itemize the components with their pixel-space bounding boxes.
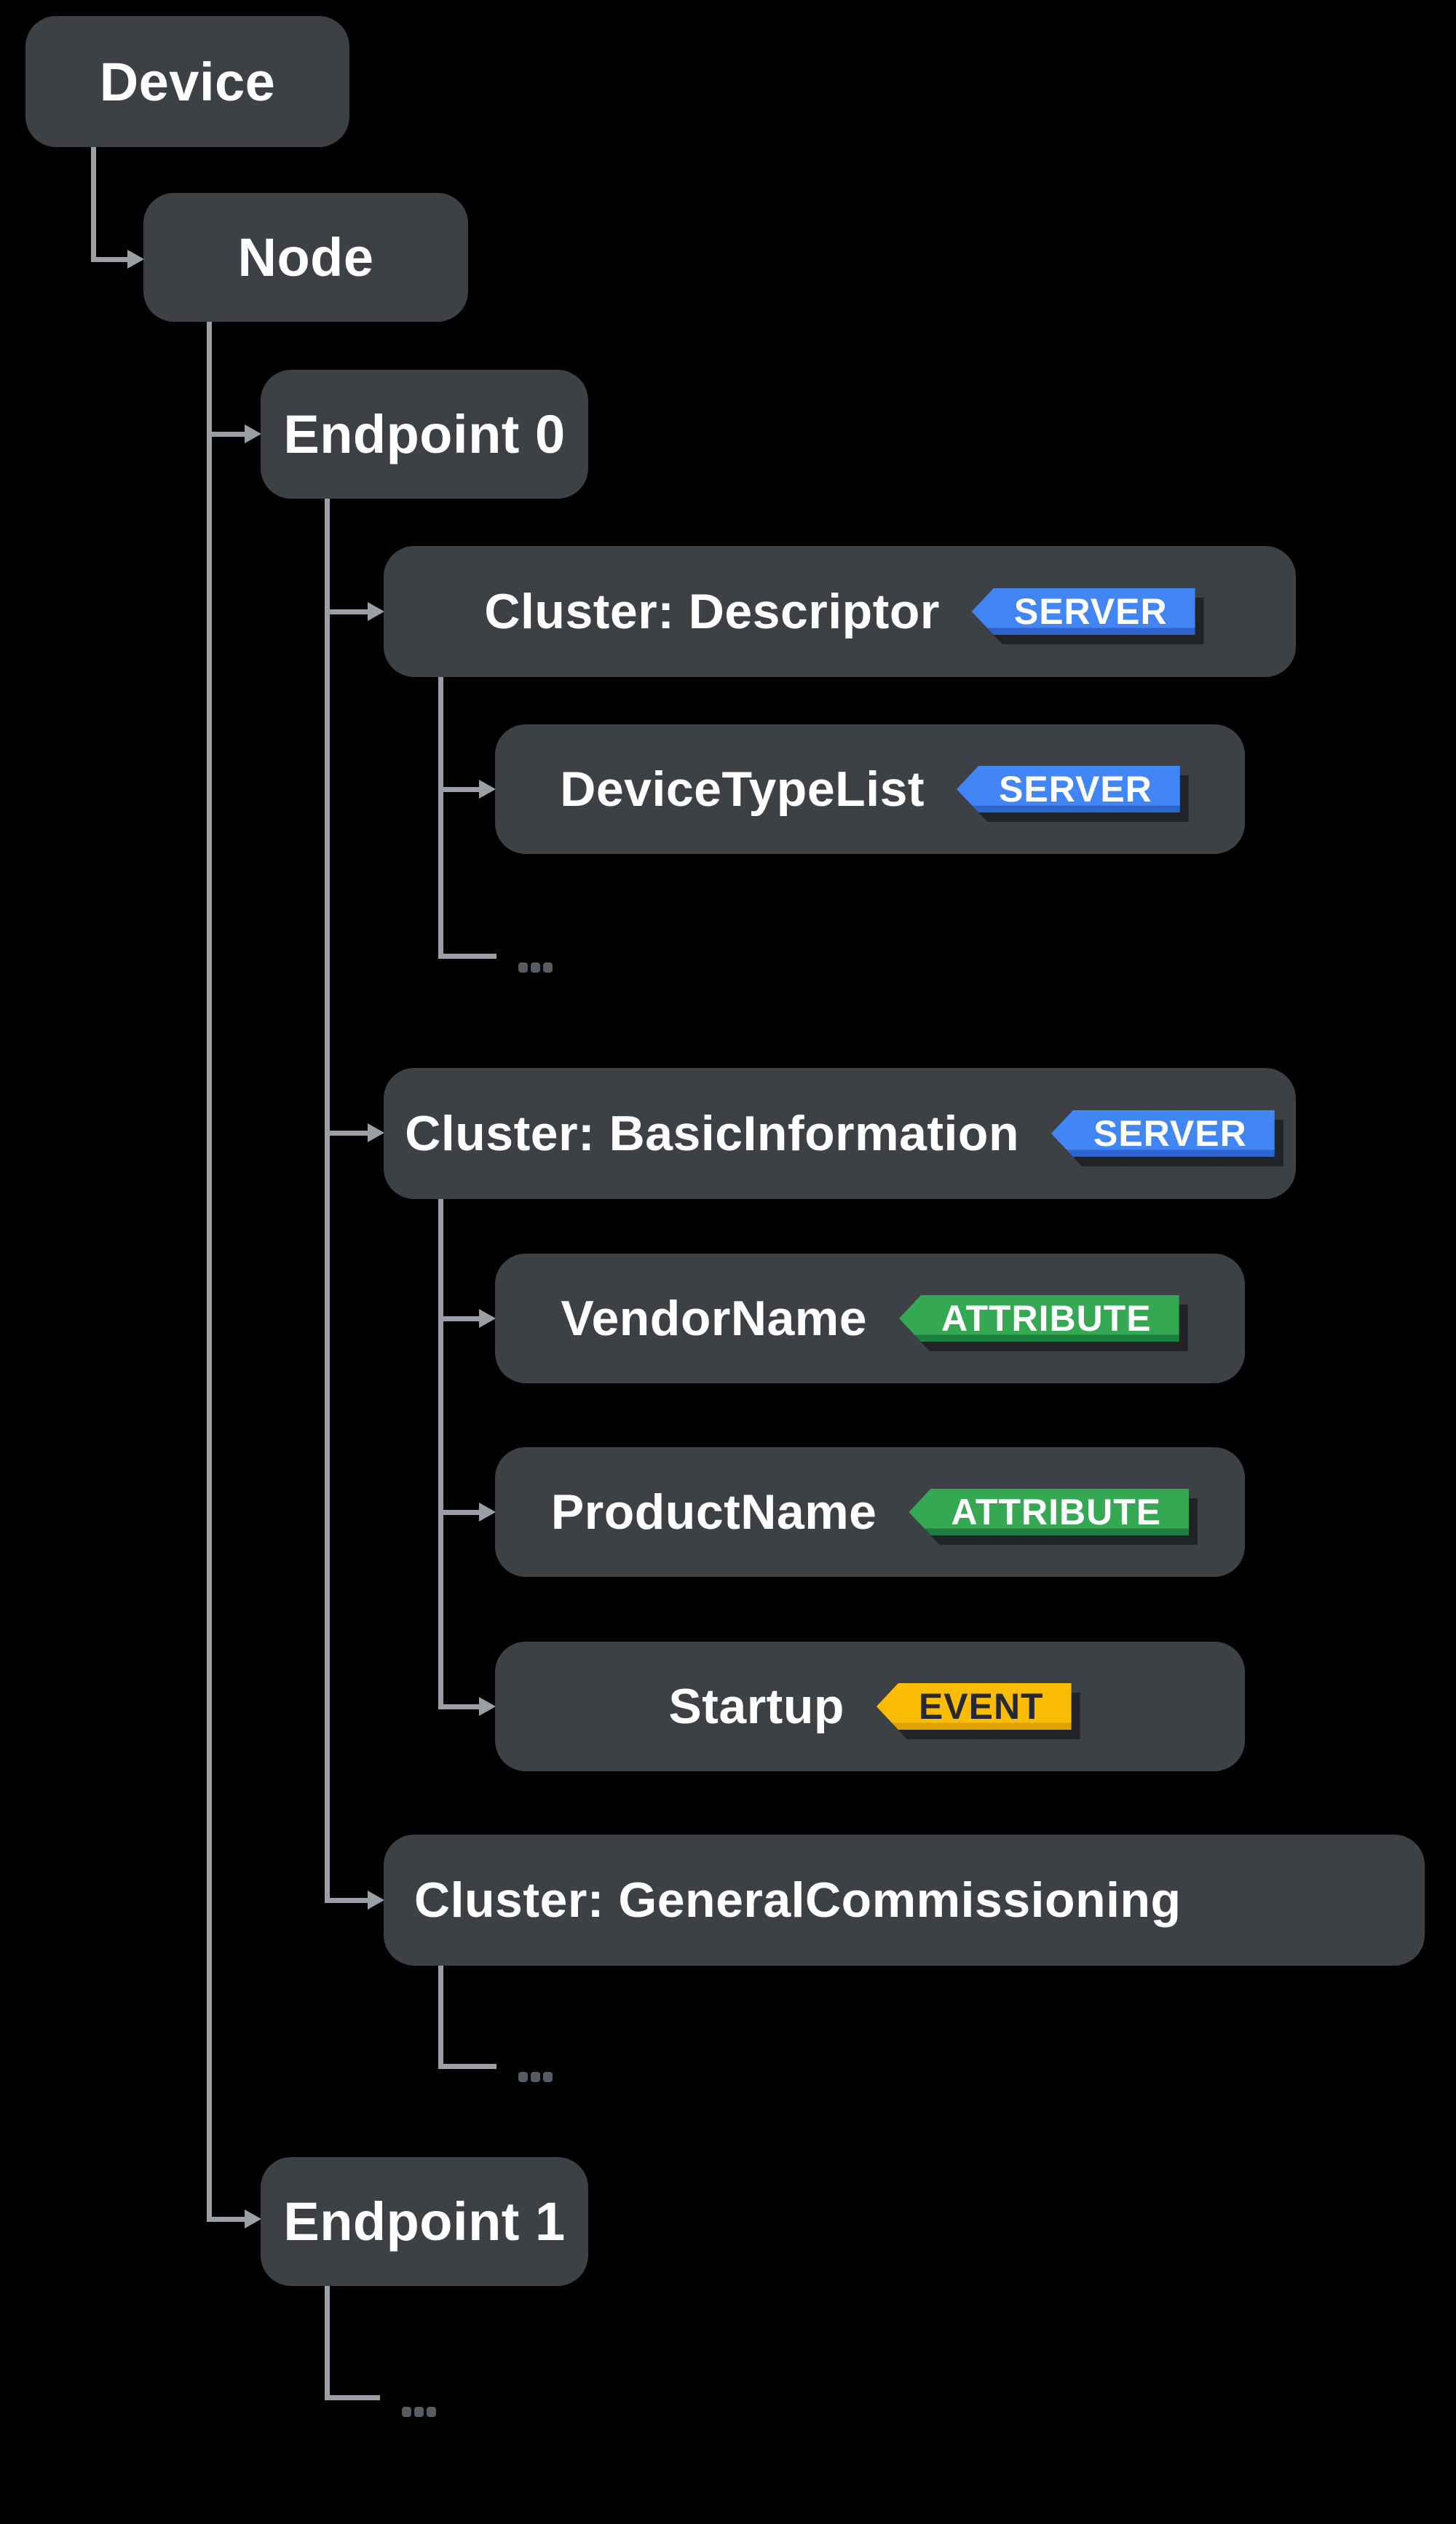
tree-node-vendorname: VendorName ATTRIBUTE xyxy=(495,1254,1245,1383)
connector-productname-horizontal xyxy=(438,1510,479,1515)
connector-arrow-startup xyxy=(479,1697,496,1716)
cluster-basicinformation-label: Cluster: BasicInformation xyxy=(405,1106,1020,1161)
connector-device-node-horizontal xyxy=(91,257,129,262)
connector-arrow-descriptor xyxy=(368,602,384,621)
tree-node-endpoint1: Endpoint 1 xyxy=(261,2157,588,2286)
cluster-generalcommissioning-label: Cluster: GeneralCommissioning xyxy=(414,1872,1182,1928)
attribute-badge: ATTRIBUTE xyxy=(899,1295,1179,1342)
badge-label: ATTRIBUTE xyxy=(941,1298,1152,1339)
cluster-descriptor-label: Cluster: Descriptor xyxy=(484,584,940,639)
ellipsis-dot xyxy=(531,2072,540,2082)
connector-endpoint0-spine xyxy=(325,499,330,1902)
connector-descriptor-horizontal xyxy=(325,609,368,614)
tree-node-cluster-descriptor: Cluster: Descriptor SERVER xyxy=(384,546,1296,677)
connector-arrow-generalcommissioning xyxy=(368,1891,384,1910)
device-label: Device xyxy=(99,51,276,112)
connector-node-spine xyxy=(207,322,212,2222)
tree-node-devicetypelist: DeviceTypeList SERVER xyxy=(495,724,1245,854)
badge-label: ATTRIBUTE xyxy=(951,1492,1162,1532)
connector-endpoint0-horizontal xyxy=(207,432,245,437)
connector-generalcommissioning-spine xyxy=(438,1966,443,2068)
collapsed-children-ellipsis-endpoint1 xyxy=(402,2407,436,2417)
connector-vendorname-horizontal xyxy=(438,1316,479,1321)
server-badge: SERVER xyxy=(1051,1110,1275,1157)
badge-label: SERVER xyxy=(1093,1113,1247,1154)
devicetypelist-label: DeviceTypeList xyxy=(560,761,925,817)
tree-node-cluster-generalcommissioning: Cluster: GeneralCommissioning xyxy=(384,1835,1425,1966)
ellipsis-dot xyxy=(518,2072,528,2082)
connector-basicinformation-spine xyxy=(438,1199,443,1709)
connector-basicinformation-horizontal xyxy=(325,1131,368,1136)
event-badge: EVENT xyxy=(876,1683,1072,1730)
connector-arrow-endpoint0 xyxy=(245,424,261,443)
ellipsis-dot xyxy=(414,2407,424,2417)
server-badge: SERVER xyxy=(957,766,1180,812)
connector-descriptor-ellipsis-horizontal xyxy=(438,954,496,959)
ellipsis-dot xyxy=(402,2407,411,2417)
badge-label: EVENT xyxy=(918,1686,1044,1727)
node-label: Node xyxy=(237,227,374,288)
connector-endpoint1-spine xyxy=(325,2286,330,2400)
connector-devicetypelist-horizontal xyxy=(438,787,479,792)
connector-arrow-devicetypelist xyxy=(479,780,496,799)
connector-device-node-vertical xyxy=(91,147,96,262)
ellipsis-dot xyxy=(543,962,553,973)
endpoint0-label: Endpoint 0 xyxy=(283,404,566,464)
tree-node-cluster-basicinformation: Cluster: BasicInformation SERVER xyxy=(384,1068,1296,1199)
tree-node-startup: Startup EVENT xyxy=(495,1642,1245,1771)
collapsed-children-ellipsis-generalcommissioning xyxy=(518,2072,553,2082)
ellipsis-dot xyxy=(543,2072,553,2082)
ellipsis-dot xyxy=(518,962,528,973)
tree-node-endpoint0: Endpoint 0 xyxy=(261,370,588,499)
connector-descriptor-spine xyxy=(438,677,443,959)
connector-arrow-node xyxy=(127,250,144,269)
collapsed-children-ellipsis-descriptor xyxy=(518,962,553,973)
endpoint1-label: Endpoint 1 xyxy=(283,2191,566,2252)
connector-arrow-basicinformation xyxy=(368,1123,384,1142)
connector-generalcommissioning-horizontal xyxy=(325,1898,368,1903)
attribute-badge: ATTRIBUTE xyxy=(909,1489,1190,1535)
tree-node-device: Device xyxy=(25,16,349,147)
ellipsis-dot xyxy=(531,962,540,973)
tree-node-node: Node xyxy=(143,193,468,322)
connector-arrow-productname xyxy=(479,1503,496,1522)
productname-label: ProductName xyxy=(550,1484,877,1540)
server-badge: SERVER xyxy=(971,588,1195,635)
connector-endpoint1-horizontal xyxy=(207,2217,245,2222)
connector-generalcommissioning-ellipsis-horizontal xyxy=(438,2064,496,2069)
connector-endpoint1-ellipsis-horizontal xyxy=(325,2395,380,2400)
badge-label: SERVER xyxy=(1013,591,1168,632)
connector-arrow-endpoint1 xyxy=(245,2210,261,2228)
ellipsis-dot xyxy=(427,2407,436,2417)
badge-label: SERVER xyxy=(999,769,1152,810)
vendorname-label: VendorName xyxy=(561,1291,868,1346)
connector-startup-horizontal xyxy=(438,1704,479,1709)
connector-arrow-vendorname xyxy=(479,1309,496,1328)
startup-label: Startup xyxy=(668,1679,844,1734)
tree-node-productname: ProductName ATTRIBUTE xyxy=(495,1447,1245,1577)
